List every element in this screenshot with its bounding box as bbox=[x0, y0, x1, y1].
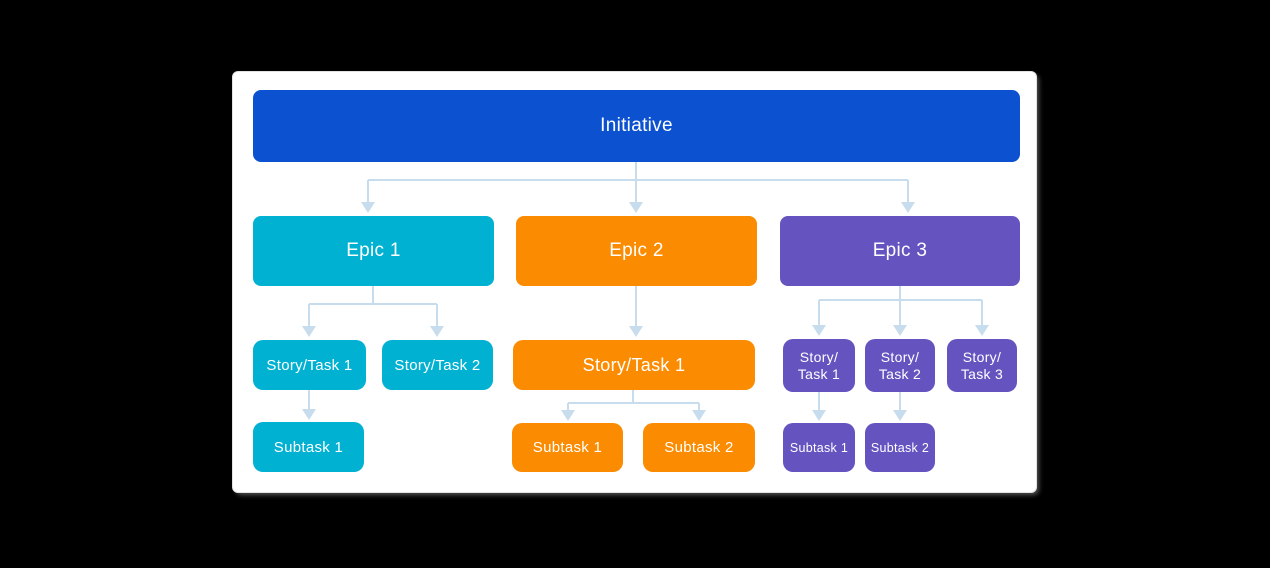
node-epic-2: Epic 2 bbox=[516, 216, 757, 286]
node-epic3-story-task-1: Story/ Task 1 bbox=[783, 339, 855, 392]
arrow-down-icon bbox=[893, 410, 907, 421]
arrow-down-icon bbox=[893, 325, 907, 336]
arrow-down-icon bbox=[430, 326, 444, 337]
arrow-down-icon bbox=[302, 326, 316, 337]
node-epic3-story-task-2: Story/ Task 2 bbox=[865, 339, 935, 392]
arrow-down-icon bbox=[361, 202, 375, 213]
node-epic3-story-task-3: Story/ Task 3 bbox=[947, 339, 1017, 392]
node-epic1-subtask-1: Subtask 1 bbox=[253, 422, 364, 472]
node-epic1-story-task-1: Story/Task 1 bbox=[253, 340, 366, 390]
node-epic2-subtask-2: Subtask 2 bbox=[643, 423, 755, 472]
arrow-down-icon bbox=[901, 202, 915, 213]
node-epic-1: Epic 1 bbox=[253, 216, 494, 286]
connector-epic3-split bbox=[818, 286, 983, 327]
arrow-down-icon bbox=[561, 410, 575, 421]
arrow-down-icon bbox=[302, 409, 316, 420]
arrow-down-icon bbox=[692, 410, 706, 421]
node-epic3-subtask-2: Subtask 2 bbox=[865, 423, 935, 472]
arrow-down-icon bbox=[812, 410, 826, 421]
node-epic3-subtask-1: Subtask 1 bbox=[783, 423, 855, 472]
node-initiative: Initiative bbox=[253, 90, 1020, 162]
arrow-down-icon bbox=[629, 326, 643, 337]
connector-epic2-story-split bbox=[567, 390, 700, 413]
node-epic2-story-task-1: Story/Task 1 bbox=[513, 340, 755, 390]
node-epic-3: Epic 3 bbox=[780, 216, 1020, 286]
node-epic2-subtask-1: Subtask 1 bbox=[512, 423, 623, 472]
diagram-card: Initiative Epic 1 Epic 2 Epic 3 Story/Ta… bbox=[233, 72, 1036, 492]
connector-initiative-split bbox=[367, 162, 909, 204]
connector-epic1-split bbox=[308, 286, 438, 328]
arrow-down-icon bbox=[812, 325, 826, 336]
arrow-down-icon bbox=[975, 325, 989, 336]
arrow-down-icon bbox=[629, 202, 643, 213]
node-epic1-story-task-2: Story/Task 2 bbox=[382, 340, 493, 390]
